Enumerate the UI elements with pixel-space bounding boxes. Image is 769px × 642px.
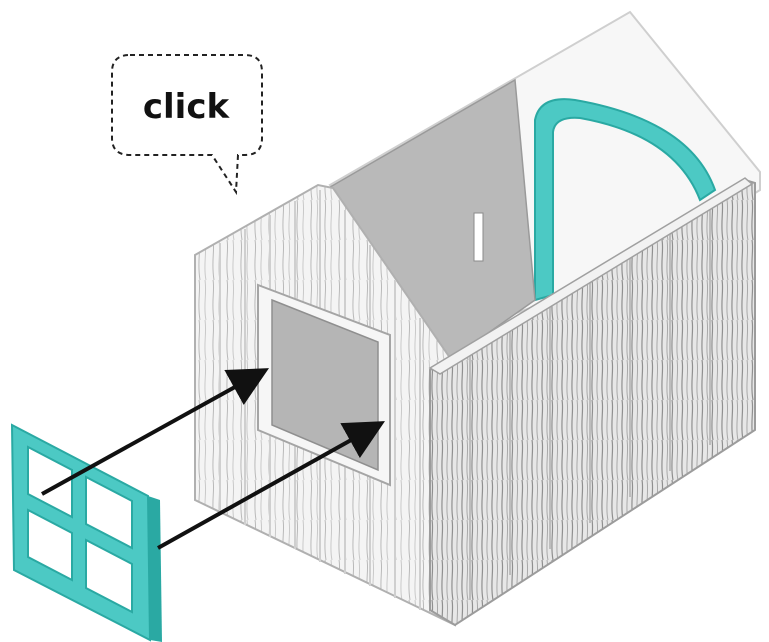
callout-text: click: [143, 87, 231, 127]
teal-door-arch: [534, 98, 717, 302]
four-pane-window-part: [10, 423, 162, 642]
callout-bubble: click: [111, 54, 263, 196]
side-wall: [428, 177, 756, 627]
panel-slot: [473, 212, 484, 262]
assembly-arrow-top: [41, 368, 269, 496]
assembly-arrow-bottom: [157, 421, 385, 550]
